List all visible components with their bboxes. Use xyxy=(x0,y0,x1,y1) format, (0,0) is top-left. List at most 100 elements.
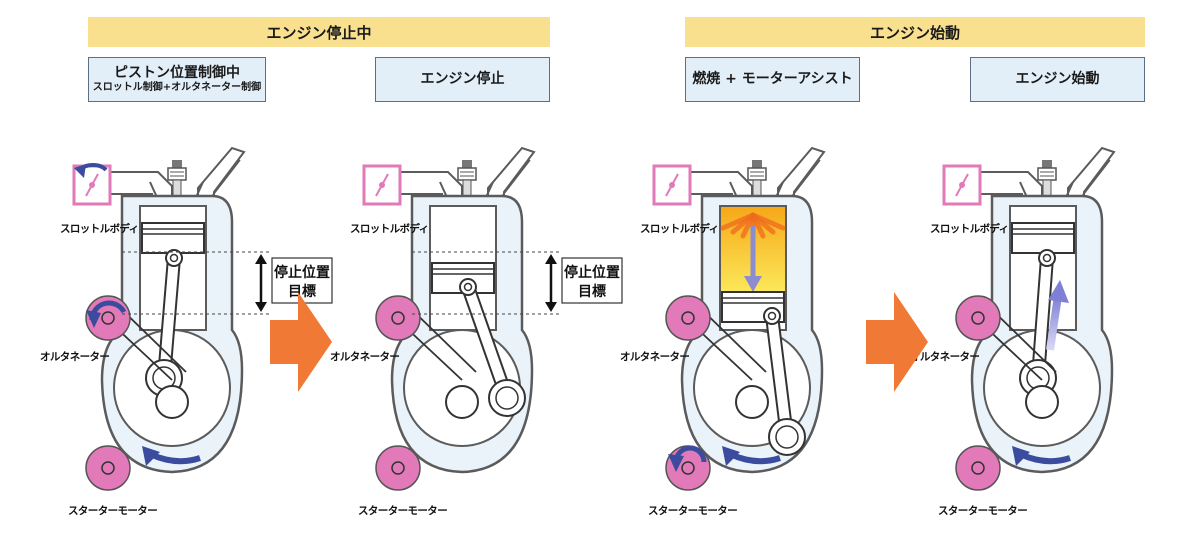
alternator-hub xyxy=(971,311,985,325)
phase-banner-engine-stopping: エンジン停止中 xyxy=(88,17,550,47)
throttle-body xyxy=(72,162,112,206)
phase-banner-engine-starting: エンジン始動 xyxy=(685,17,1145,47)
crank-rotation-arrow-head xyxy=(722,446,740,466)
target-range-arrow-top xyxy=(255,254,267,264)
stage-box-engine-stopped: エンジン停止 xyxy=(375,57,550,102)
target-range-arrow-bottom xyxy=(545,302,557,312)
alternator-label: オルタネーター xyxy=(40,351,109,363)
flame-ray xyxy=(750,212,786,231)
spark-plug-body xyxy=(1037,167,1057,181)
throttle-pivot xyxy=(959,182,965,188)
transition-arrows xyxy=(270,292,928,392)
crank-journal xyxy=(155,385,189,419)
piston-rings xyxy=(432,268,494,275)
starter-motor-label: スターターモーター xyxy=(648,505,737,517)
engine-panels: 停止位置目標スロットルボディオルタネータースターターモーター停止位置目標スロット… xyxy=(40,146,1116,517)
target-label-box xyxy=(271,257,333,304)
stage-box-combustion-assist: 燃焼 + モーターアシスト xyxy=(685,57,860,102)
throttle-body-label: スロットルボディ xyxy=(640,222,718,235)
throttle-pivot xyxy=(379,182,385,188)
crank-journal xyxy=(1025,385,1059,419)
starter-motor-label: スターターモーター xyxy=(938,505,1027,517)
spark-plug-body xyxy=(167,167,187,181)
phase-banner-engine-starting-label: エンジン始動 xyxy=(869,23,960,42)
throttle-rotation-arrow-head xyxy=(74,164,86,178)
spark-plug-top xyxy=(172,160,182,168)
spark-plug-body xyxy=(747,167,767,181)
alternator-hub xyxy=(681,311,695,325)
crank-pin xyxy=(495,386,519,410)
target-range-arrow-bottom xyxy=(255,302,267,312)
starter-hub xyxy=(101,461,115,475)
target-label-line1: 停止位置 xyxy=(274,264,330,281)
spark-plug-top xyxy=(752,160,762,168)
starter-rotation-arrow-head xyxy=(668,454,684,472)
rod-push-arrow-shaft xyxy=(1046,295,1062,351)
piston-rings xyxy=(142,228,204,235)
piston xyxy=(141,222,205,254)
starter-motor-label: スターターモーター xyxy=(358,505,447,517)
phase-banner-engine-stopping-label: エンジン停止中 xyxy=(266,23,372,42)
crank-rotation-arrow-head xyxy=(1012,446,1030,466)
throttle-body xyxy=(942,164,982,206)
piston-pin-inner xyxy=(1042,253,1052,263)
throttle-body xyxy=(362,164,402,206)
throttle-body-label: スロットルボディ xyxy=(60,222,138,235)
transition-arrow-1 xyxy=(270,292,332,392)
crank-rotation-arrow-head xyxy=(142,446,160,466)
rod-push-arrow-head xyxy=(1048,280,1069,303)
piston-pin-inner xyxy=(463,282,473,292)
crank-journal xyxy=(445,385,479,419)
alternator-label: オルタネーター xyxy=(330,351,399,363)
piston-pin-inner xyxy=(767,311,777,321)
throttle-pivot xyxy=(669,182,675,188)
combustion-burst xyxy=(720,212,786,243)
piston-rings xyxy=(1012,228,1074,235)
target-range-arrow-top xyxy=(545,254,557,264)
spark-plug-ribs xyxy=(1040,171,1054,177)
starter-hub xyxy=(971,461,985,475)
stage-title: 燃焼 + モーターアシスト xyxy=(692,70,853,87)
target-label-line2: 目標 xyxy=(578,283,606,300)
stage-box-piston-control: ピストン位置制御中 スロットル制御+オルタネーター制御 xyxy=(88,57,266,102)
stage-title: エンジン始動 xyxy=(1015,70,1100,87)
stage-title: エンジン停止 xyxy=(420,70,505,87)
starter-hub xyxy=(391,461,405,475)
piston-pin-inner xyxy=(169,253,179,263)
starter-hub xyxy=(681,461,695,475)
alternator-label: オルタネーター xyxy=(620,351,689,363)
alternator-rotation-arrow-head xyxy=(86,310,101,328)
throttle-body-frame xyxy=(652,164,692,206)
throttle-body xyxy=(652,164,692,206)
piston-rings xyxy=(722,297,784,304)
throttle-body-label: スロットルボディ xyxy=(350,222,428,235)
spark-plug-body xyxy=(457,167,477,181)
target-label-line1: 停止位置 xyxy=(564,264,620,281)
throttle-body-label: スロットルボディ xyxy=(930,222,1008,235)
spark-plug-ribs xyxy=(460,171,474,177)
stage-box-engine-started: エンジン始動 xyxy=(970,57,1145,102)
stage-title: ピストン位置制御中 xyxy=(114,64,240,81)
piston-push-arrow-head xyxy=(744,276,762,292)
spark-plug-top xyxy=(462,160,472,168)
starter-motor-label: スターターモーター xyxy=(68,505,157,517)
throttle-pivot xyxy=(89,182,95,188)
crank-journal xyxy=(735,385,769,419)
target-label-line2: 目標 xyxy=(288,283,316,300)
spark-plug-top xyxy=(1042,160,1052,168)
piston xyxy=(1011,222,1075,254)
alternator-hub xyxy=(101,311,115,325)
target-label-box xyxy=(561,257,623,304)
alternator-label: オルタネーター xyxy=(910,351,979,363)
crank-pin xyxy=(775,425,799,449)
spark-plug-ribs xyxy=(750,171,764,177)
transition-arrow-2 xyxy=(866,292,928,392)
stage-subtitle: スロットル制御+オルタネーター制御 xyxy=(92,82,262,93)
spark-plug-ribs xyxy=(170,171,184,177)
alternator-hub xyxy=(391,311,405,325)
